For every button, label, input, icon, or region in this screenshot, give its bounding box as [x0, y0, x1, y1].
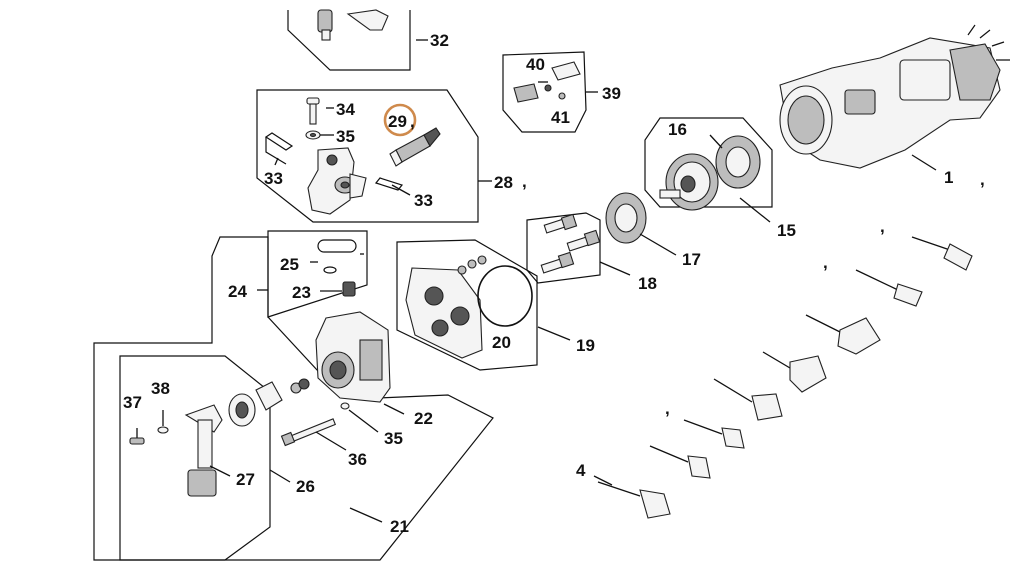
callout-20[interactable]: 20: [492, 333, 511, 352]
callout-1[interactable]: 1: [944, 168, 953, 187]
callout-41[interactable]: 41: [551, 108, 570, 127]
group-frame-26: [119, 355, 271, 561]
valve-cartridge-part-29: [389, 127, 441, 167]
callout-33-left[interactable]: 33: [264, 169, 283, 188]
callout-22[interactable]: 22: [414, 409, 433, 428]
valve-housing-part-28: [307, 147, 367, 215]
clip-part-33-left: [264, 132, 294, 165]
head-part-22: [315, 311, 391, 403]
valve-part-32: [317, 9, 389, 41]
washer-part-35b: [340, 402, 350, 410]
group-frame-15: [644, 117, 773, 208]
gasket-part-26: [255, 381, 283, 411]
separator-comma-4: ,: [665, 399, 670, 418]
gasket-part-25: [317, 239, 357, 274]
separator-comma-2: ,: [880, 217, 885, 236]
callout-24[interactable]: 24: [228, 282, 247, 301]
screw-part-37: [129, 437, 145, 445]
plug-variant-3: [805, 314, 881, 355]
callout-16[interactable]: 16: [668, 120, 687, 139]
bolt-part-36: [280, 418, 337, 447]
plug-part-23: [342, 281, 356, 297]
washer-part-35: [305, 130, 321, 140]
plug-variant-1: [911, 236, 973, 271]
callout-27[interactable]: 27: [236, 470, 255, 489]
callout-26[interactable]: 26: [296, 477, 315, 496]
pump-body-part-1: [779, 24, 1010, 169]
separator-comma-3: ,: [823, 253, 828, 272]
group-frame-32: [287, 10, 411, 71]
plug-variant-4: [762, 351, 827, 393]
callout-23[interactable]: 23: [292, 283, 311, 302]
callout-32[interactable]: 32: [430, 31, 449, 50]
callout-18[interactable]: 18: [638, 274, 657, 293]
plug-variant-5: [713, 378, 783, 421]
plug-variant-2: [855, 269, 923, 307]
separator-comma-6: ,: [410, 112, 415, 131]
group-frame-19: [396, 239, 538, 371]
group-frame-28: [256, 89, 479, 223]
plug-variant-6: [683, 419, 745, 449]
separator-comma-5: ,: [522, 172, 527, 191]
callout-35-bottom[interactable]: 35: [384, 429, 403, 448]
callout-37[interactable]: 37: [123, 393, 142, 412]
cover-part-40: [513, 61, 581, 103]
clip-part-33-right: [374, 177, 404, 191]
callout-19[interactable]: 19: [576, 336, 595, 355]
leader-lines: [136, 39, 937, 523]
callout-36[interactable]: 36: [348, 450, 367, 469]
callout-40[interactable]: 40: [526, 55, 545, 74]
callout-29[interactable]: 29: [388, 112, 407, 131]
callout-38[interactable]: 38: [151, 379, 170, 398]
callout-39[interactable]: 39: [602, 84, 621, 103]
callout-4[interactable]: 4: [576, 461, 586, 480]
callout-34[interactable]: 34: [336, 100, 355, 119]
plug-part-4: [597, 481, 671, 519]
highlight-ring-29: [383, 103, 417, 137]
washer-part-38: [157, 426, 169, 434]
callout-15[interactable]: 15: [777, 221, 796, 240]
separator-comma-1: ,: [980, 170, 985, 189]
seal-part-17: [605, 192, 647, 244]
group-frame-39: [502, 51, 587, 133]
bolt-part-34: [306, 97, 320, 125]
gear-part-15: [659, 153, 719, 211]
plug-variant-7: [649, 445, 711, 479]
callout-17[interactable]: 17: [682, 250, 701, 269]
callout-21[interactable]: 21: [390, 517, 409, 536]
seal-part-16: [715, 135, 761, 189]
screw-part-41: [558, 92, 566, 100]
callout-33-right[interactable]: 33: [414, 191, 433, 210]
callout-25[interactable]: 25: [280, 255, 299, 274]
ring-part-26b: [228, 378, 310, 427]
group-frame-24: [267, 230, 368, 318]
o-ring-part-20: [477, 265, 533, 327]
callout-28[interactable]: 28: [494, 173, 513, 192]
fitting-part-27: [184, 404, 223, 497]
cylinder-head-part-19: [405, 255, 487, 359]
valves-part-18: [540, 213, 601, 274]
callout-35-top[interactable]: 35: [336, 127, 355, 146]
